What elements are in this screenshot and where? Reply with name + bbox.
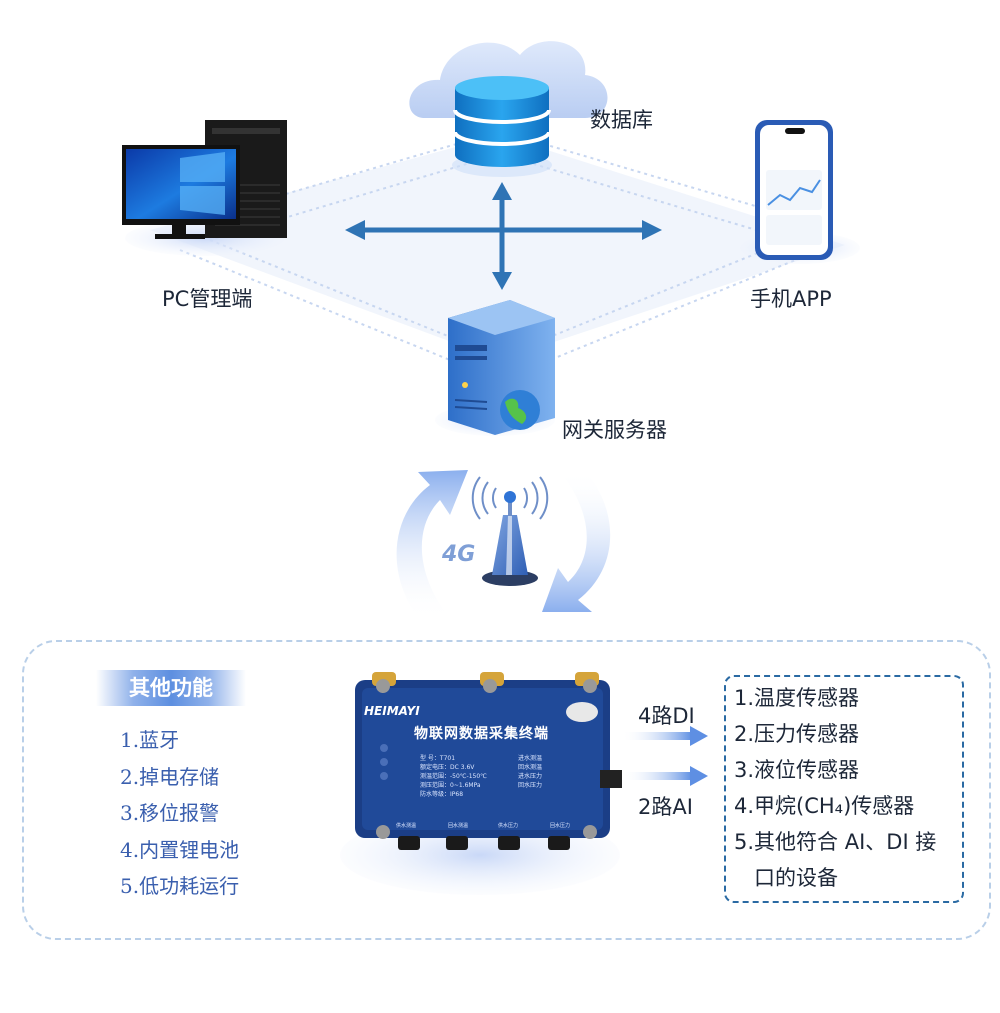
device-indicator: 回水测温	[518, 764, 543, 771]
device-title: 物联网数据采集终端	[414, 726, 549, 742]
sensor-item-continuation: 口的设备	[754, 866, 838, 890]
sensor-item: 4.甲烷(CH₄)传感器	[734, 794, 915, 818]
pc-label: PC管理端	[162, 287, 253, 311]
cross-arrows	[360, 195, 645, 275]
sensor-item: 3.液位传感器	[734, 758, 860, 782]
device-spec: 测压范围：0~1.6MPa	[420, 782, 481, 789]
device-spec: 型 号：T701	[420, 755, 456, 762]
gateway-server-icon	[435, 300, 555, 436]
device-spec: 测温范围：-50℃-150℃	[420, 773, 487, 780]
database-label: 数据库	[590, 108, 653, 132]
device-indicator: 进水测温	[518, 755, 543, 762]
function-item: 2.掉电存储	[120, 764, 220, 789]
pc-icon	[122, 120, 287, 256]
functions-list: 1.蓝牙 2.掉电存储 3.移位报警 4.内置锂电池 5.低功耗运行	[120, 722, 239, 905]
device-port-label: 回水测温	[448, 823, 469, 829]
function-item: 1.蓝牙	[120, 728, 180, 752]
phone-label: 手机APP	[750, 287, 832, 311]
function-item: 5.低功耗运行	[120, 874, 240, 898]
antenna-tower-icon	[471, 476, 549, 586]
ai-label: 2路AI	[638, 795, 693, 819]
device-indicators: 进水测温 回水测温 进水压力 回水压力	[518, 754, 542, 790]
function-item: 4.内置锂电池	[120, 837, 240, 862]
iot-terminal-device	[355, 672, 622, 850]
io-arrows	[622, 726, 708, 786]
functions-title: 其他功能	[96, 670, 246, 706]
device-brand: HEIMAYI	[364, 704, 420, 718]
di-label: 4路DI	[638, 704, 695, 728]
phone-icon	[740, 120, 860, 264]
device-port-label: 回水压力	[550, 823, 571, 829]
device-port-label: 供水压力	[498, 823, 519, 829]
sensor-item: 2.压力传感器	[734, 722, 860, 746]
function-item: 3.移位报警	[120, 801, 220, 825]
device-spec: 额定电压：DC 3.6V	[420, 764, 475, 771]
device-indicator: 回水压力	[518, 782, 543, 789]
bottom-panel	[22, 640, 991, 940]
device-port-label: 供水测温	[396, 823, 417, 829]
device-spec: 防水等级：IP68	[420, 791, 464, 798]
device-specs: 型 号：T701 额定电压：DC 3.6V 测温范围：-50℃-150℃ 测压范…	[420, 754, 487, 799]
device-indicator: 进水压力	[518, 773, 543, 780]
sensors-list: 1.温度传感器 2.压力传感器 3.液位传感器 4.甲烷(CH₄)传感器 5.其…	[734, 680, 936, 896]
sensor-item: 1.温度传感器	[734, 686, 860, 710]
sensors-box	[724, 675, 964, 903]
database-icon	[409, 41, 608, 177]
sync-arrows	[396, 470, 611, 620]
sensor-item: 5.其他符合 AI、DI 接	[734, 830, 937, 854]
network-4g-label: 4G	[442, 542, 476, 567]
gateway-label: 网关服务器	[562, 418, 667, 442]
